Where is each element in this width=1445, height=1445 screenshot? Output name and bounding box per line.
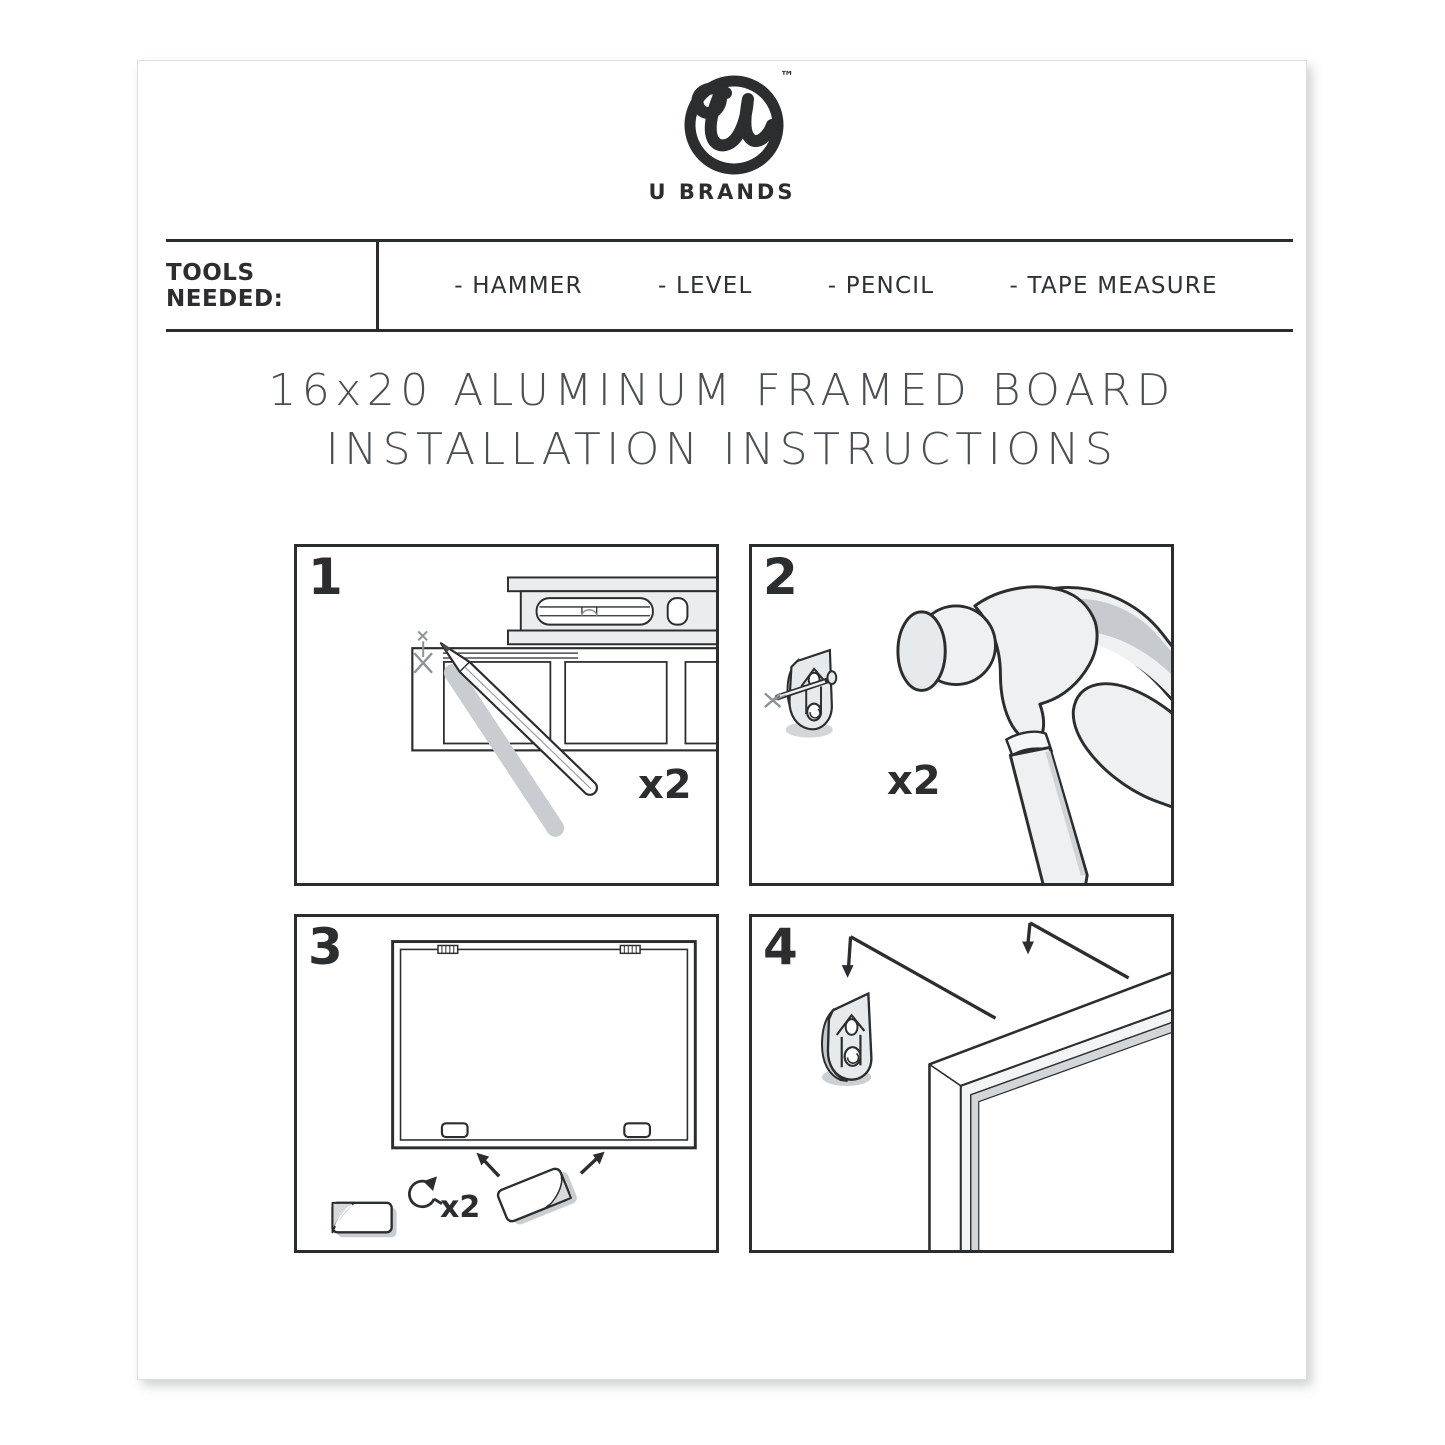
hanger-slot-icon: [437, 944, 641, 955]
hammer-icon: [896, 585, 1171, 883]
pencil-shadow: [443, 663, 565, 837]
board-back-icon: [391, 940, 697, 1150]
adhesive-pad-icon: [496, 1167, 577, 1225]
page-title-line2: INSTALLATION INSTRUCTIONS: [325, 424, 1119, 475]
adhesive-pad-icon: [331, 1201, 397, 1238]
tools-label-cell: TOOLS NEEDED:: [166, 242, 379, 329]
level-icon: [506, 576, 716, 646]
u-brands-logo-icon: ™: [684, 69, 794, 175]
tools-needed-label: TOOLS NEEDED:: [166, 259, 284, 312]
step-3-quantity: x2: [440, 1190, 481, 1225]
step-4-illustration: [821, 921, 1171, 1250]
step-1-number: 1: [308, 548, 343, 606]
step-3-illustration: [331, 940, 697, 1238]
step-2-number: 2: [763, 548, 798, 606]
pad-slot-right: [623, 1122, 652, 1139]
logo-script-u: [691, 82, 778, 152]
pad-slot-left: [440, 1122, 469, 1139]
step-4-panel: 4: [749, 914, 1174, 1253]
board-back-icon: [411, 647, 716, 752]
pencil-icon: [439, 642, 599, 796]
step-1-illustration: [411, 576, 716, 837]
arrow-up-right-icon: [579, 1151, 605, 1175]
brand-name: U BRANDS: [648, 180, 796, 204]
step-2-quantity: x2: [887, 758, 941, 804]
x-mark-icon: [413, 630, 433, 674]
level-bubble: [581, 609, 598, 616]
step-3-panel: 3 x2: [294, 914, 719, 1253]
tool-item-pencil: - PENCIL: [827, 272, 935, 299]
nail-icon: [774, 670, 838, 701]
page-title: 16x20 ALUMINUM FRAMED BOARD INSTALLATION…: [138, 361, 1306, 479]
hang-arrow-right-icon: [1022, 921, 1130, 980]
wall-hook-icon: [821, 991, 873, 1086]
wall-hook-icon: [764, 648, 838, 738]
step-2-panel: 2 x2: [749, 544, 1174, 886]
step-3-number: 3: [308, 918, 343, 976]
pencil-tip: [440, 643, 451, 653]
trademark-symbol: ™: [780, 69, 794, 85]
hang-arrow-left-icon: [841, 935, 997, 1020]
tool-item-level: - LEVEL: [658, 272, 753, 299]
step-4-number: 4: [763, 918, 798, 976]
page-title-line1: 16x20 ALUMINUM FRAMED BOARD: [268, 365, 1176, 416]
frame-corner-icon: [928, 971, 1171, 1250]
tool-item-hammer: - HAMMER: [454, 272, 583, 299]
step-2-illustration: [764, 585, 1171, 883]
hammer-handle: [1008, 745, 1089, 883]
arrow-up-left-icon: [476, 1152, 501, 1178]
tools-needed-bar: TOOLS NEEDED: - HAMMER - LEVEL - PENCIL …: [166, 239, 1293, 332]
step-1-quantity: x2: [638, 762, 692, 808]
x-mark-icon: [764, 692, 786, 709]
rotate-icon: [408, 1176, 443, 1209]
tool-item-tape-measure: - TAPE MEASURE: [1009, 272, 1218, 299]
step-1-panel: 1 x2: [294, 544, 719, 886]
instruction-sheet: ™ U BRANDS TOOLS NEEDED: - HAMMER - LEVE…: [137, 60, 1307, 1380]
tools-items: - HAMMER - LEVEL - PENCIL - TAPE MEASURE: [379, 242, 1293, 329]
